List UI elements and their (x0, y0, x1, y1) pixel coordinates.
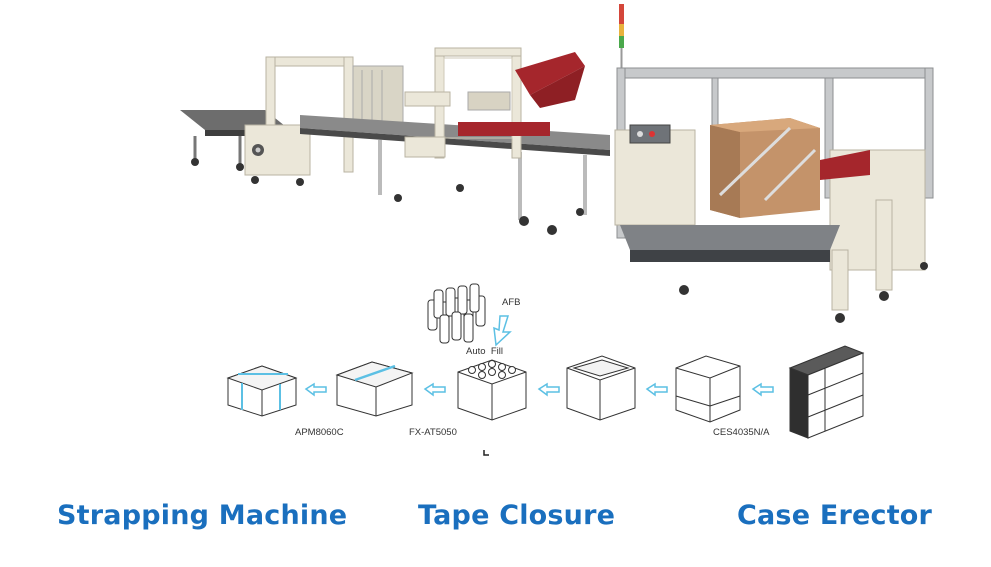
tape-closure-caption: Tape Closure (418, 500, 616, 531)
erected-box-icon (675, 355, 741, 423)
flow-arrow-icon (304, 382, 327, 397)
auto-fill-label: Auto Fill (466, 346, 503, 357)
flow-arrow-icon (751, 382, 774, 397)
case-erector-machine (614, 67, 934, 323)
erector-model-label: CES4035N/A (713, 427, 770, 438)
flow-arrow-icon (537, 382, 560, 397)
strapping-machine-caption: Strapping Machine (57, 500, 348, 531)
fill-arrow-icon (493, 315, 512, 347)
strapping-machine (244, 56, 404, 186)
strapping-model-label: APM8060C (295, 427, 344, 438)
open-box-icon (566, 355, 636, 421)
tape-closure-machine (404, 47, 585, 159)
flow-arrow-icon (645, 382, 668, 397)
strapped-box-icon (226, 365, 298, 417)
tape-model-label: FX-AT5050 (409, 427, 457, 438)
flow-arrow-icon (423, 382, 446, 397)
taped-box-icon (335, 361, 414, 417)
flow-arrows (304, 382, 774, 397)
afb-label: AFB (502, 297, 521, 308)
main-conveyor (300, 115, 610, 235)
bottles-icon (427, 283, 486, 344)
packing-line-photo (180, 4, 934, 323)
process-diagram (226, 283, 865, 456)
filled-box-icon (457, 359, 527, 421)
flat-case-blank-icon (788, 345, 865, 439)
case-erector-caption: Case Erector (737, 500, 933, 531)
